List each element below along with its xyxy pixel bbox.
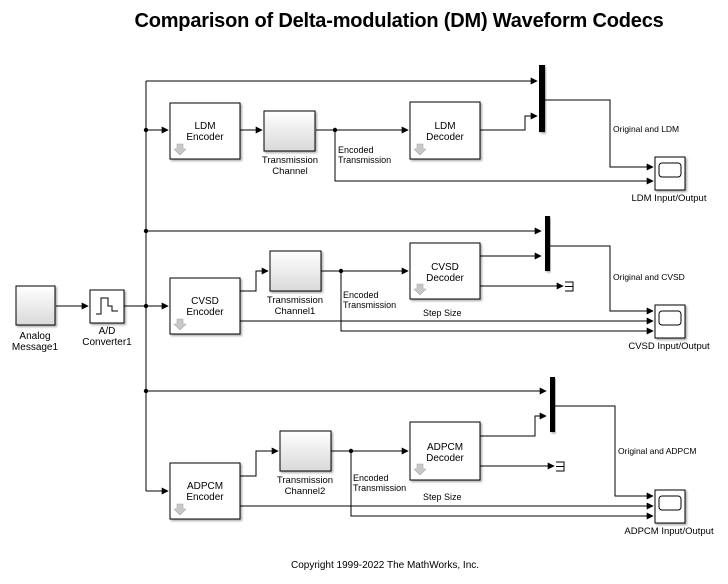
wire-ldm-decoder-to-mux[interactable] xyxy=(480,112,538,131)
ldm-decoder-block[interactable]: LDM Decoder xyxy=(409,101,481,160)
cvsd-transmission-channel-block[interactable]: Transmission Channel1 xyxy=(267,250,323,317)
ldm-encoded-label-1[interactable]: Encoded xyxy=(338,145,374,155)
ldm-encoder-label-1: LDM xyxy=(194,121,215,132)
adpcm-encoded-label-1[interactable]: Encoded xyxy=(353,473,389,483)
adpcm-mux-output-label[interactable]: Original and ADPCM xyxy=(618,446,696,456)
branch-point xyxy=(143,388,149,394)
wire-adpcm-decoder-to-mux[interactable] xyxy=(480,412,547,437)
cvsd-channel-label-1: Transmission xyxy=(267,295,323,306)
ldm-encoder-block[interactable]: LDM Encoder xyxy=(169,102,241,160)
analog-message-block[interactable]: Analog Message1 xyxy=(12,285,59,353)
wires xyxy=(56,77,654,520)
adpcm-encoder-label-2: Encoder xyxy=(186,492,224,503)
wire-cvsd-enc-to-channel[interactable] xyxy=(240,267,269,292)
scope-icon xyxy=(658,162,682,178)
ldm-transmission-channel-block[interactable]: Transmission Channel xyxy=(262,110,318,177)
scope-icon xyxy=(658,495,682,511)
cvsd-encoder-block[interactable]: CVSD Encoder xyxy=(169,277,241,335)
ad-converter-label-1: A/D xyxy=(99,326,116,337)
analog-message-label-1: Analog xyxy=(19,331,50,342)
signal-labels: Encoded Transmission Original and LDM En… xyxy=(338,124,696,502)
cvsd-decoder-label-1: CVSD xyxy=(431,262,459,273)
adpcm-mux-block[interactable] xyxy=(550,377,555,432)
ad-converter-block[interactable]: A/D Converter1 xyxy=(82,289,132,348)
cvsd-encoder-label-2: Encoder xyxy=(186,307,224,318)
adpcm-encoder-block[interactable]: ADPCM Encoder xyxy=(169,462,241,520)
ldm-decoder-label-2: Decoder xyxy=(426,132,464,143)
ldm-mux-output-label[interactable]: Original and LDM xyxy=(613,124,679,134)
adpcm-encoded-label-2[interactable]: Transmission xyxy=(353,483,406,493)
cvsd-mux-output-label[interactable]: Original and CVSD xyxy=(613,272,685,282)
ldm-channel-label-1: Transmission xyxy=(262,155,318,166)
adpcm-transmission-channel-block[interactable]: Transmission Channel2 xyxy=(277,430,333,497)
ldm-channel-label-2: Channel xyxy=(272,166,307,177)
copyright-notice: Copyright 1999-2022 The MathWorks, Inc. xyxy=(290,560,480,571)
branch-point xyxy=(332,127,338,133)
cvsd-step-size-label[interactable]: Step Size xyxy=(423,308,462,318)
adpcm-step-terminator[interactable] xyxy=(556,461,565,472)
ldm-scope-label: LDM Input/Output xyxy=(632,193,707,204)
adpcm-scope-label: ADPCM Input/Output xyxy=(624,526,714,537)
adpcm-decoder-label-1: ADPCM xyxy=(427,442,463,453)
scope-icon xyxy=(658,310,682,326)
cvsd-mux-block[interactable] xyxy=(545,216,550,271)
ldm-decoder-label-1: LDM xyxy=(434,121,455,132)
adpcm-channel-label-1: Transmission xyxy=(277,475,333,486)
adpcm-decoder-block[interactable]: ADPCM Decoder xyxy=(409,421,481,481)
wire-adpcm-encoded-to-scope[interactable] xyxy=(350,451,654,520)
ad-converter-label-2: Converter1 xyxy=(82,337,132,348)
cvsd-encoded-label-1[interactable]: Encoded xyxy=(343,290,379,300)
branch-point xyxy=(348,448,354,454)
cvsd-decoder-label-2: Decoder xyxy=(426,273,464,284)
analog-message-label-2: Message1 xyxy=(12,342,59,353)
cvsd-step-terminator[interactable] xyxy=(565,281,574,292)
adpcm-scope-block[interactable]: ADPCM Input/Output xyxy=(624,489,714,537)
branch-point xyxy=(338,268,344,274)
adpcm-step-size-label[interactable]: Step Size xyxy=(423,492,462,502)
cvsd-decoder-block[interactable]: CVSD Decoder xyxy=(409,242,481,300)
model-title: Comparison of Delta-modulation (DM) Wave… xyxy=(134,10,664,32)
adpcm-encoder-label-1: ADPCM xyxy=(187,481,223,492)
wire-ldm-encoded-to-scope[interactable] xyxy=(334,130,654,185)
wire-cvsd-encoded-to-scope[interactable] xyxy=(340,271,654,335)
cvsd-scope-block[interactable]: CVSD Input/Output xyxy=(628,304,710,352)
ldm-encoder-label-2: Encoder xyxy=(186,132,224,143)
adpcm-decoder-label-2: Decoder xyxy=(426,453,464,464)
cvsd-encoded-label-2[interactable]: Transmission xyxy=(343,300,396,310)
ldm-encoded-label-2[interactable]: Transmission xyxy=(338,155,391,165)
cvsd-scope-label: CVSD Input/Output xyxy=(628,341,710,352)
cvsd-encoder-label-1: CVSD xyxy=(191,296,219,307)
wire-cvsd-mux-to-scope[interactable] xyxy=(549,245,654,315)
wire-adpcm-mux-to-scope[interactable] xyxy=(554,405,654,500)
branch-point xyxy=(143,228,149,234)
wire-ldm-mux-to-scope[interactable] xyxy=(545,99,654,171)
cvsd-channel-label-2: Channel1 xyxy=(275,306,316,317)
branch-point xyxy=(143,303,149,309)
ldm-mux-block[interactable] xyxy=(539,65,545,132)
ldm-scope-block[interactable]: LDM Input/Output xyxy=(632,156,707,204)
branch-points xyxy=(143,127,354,454)
branch-point xyxy=(143,127,149,133)
zero-order-hold-step-icon xyxy=(96,297,118,315)
wire-adpcm-enc-to-channel[interactable] xyxy=(240,447,279,477)
adpcm-channel-label-2: Channel2 xyxy=(285,486,326,497)
